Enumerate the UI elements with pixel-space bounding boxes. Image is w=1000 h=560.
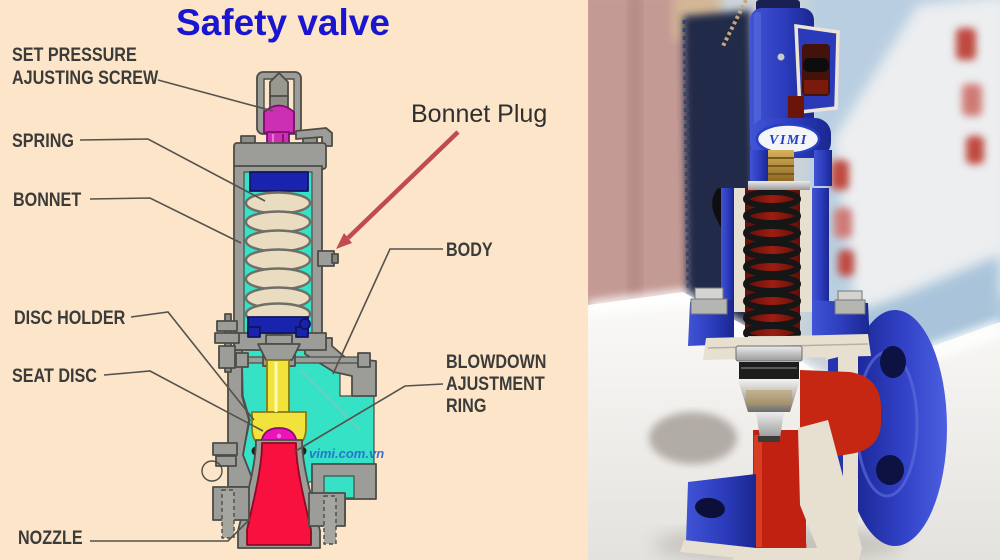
page-title: Safety valve [176,2,390,43]
bonnet-plug-arrow [336,130,460,249]
photo-valve: VIMI [680,0,947,560]
diagram-watermark: vimi.com.vn [309,446,384,461]
vimi-logo: VIMI [755,123,821,155]
body-cut-strut [798,420,862,560]
bonnet-shoulder [233,127,333,170]
bonnet-cutaway [721,188,829,344]
label-spring: SPRING [12,131,74,152]
steel-internals [735,345,803,442]
label-set-pressure-adjusting-screw: SET PRESSURE AJUSTING SCREW [12,44,158,90]
label-body: BODY [446,240,493,261]
label-line: RING [446,396,487,417]
safety-valve-diagram-panel: vimi.com.vn Safety valve SET PRESSURE [0,0,588,560]
label-line: BLOWDOWN [446,352,547,373]
bonnet-plug-bolt [317,250,339,267]
label-bonnet: BONNET [13,190,82,211]
valve-photo-panel: VIMI [588,0,1000,560]
valve-photo: VIMI [588,0,1000,560]
label-seat-disc: SEAT DISC [12,366,97,387]
bottom-cut-face [732,548,826,560]
left-stud-bolts [201,313,240,482]
label-blowdown-adjustment-ring: BLOWDOWN AJUSTMENT RING [446,352,546,418]
adjusting-stem [748,150,832,190]
label-nozzle: NOZZLE [18,528,83,549]
hanging-chain [720,0,748,49]
label-disc-holder: DISC HOLDER [14,308,126,329]
spindle-cone [257,334,301,361]
label-line: SET PRESSURE [12,45,137,66]
label-line: AJUSTING SCREW [12,68,159,89]
left-foot [680,474,756,560]
upper-spring-plate [249,171,309,192]
blurred-flange-on-table [649,412,737,464]
red-inlet-column [750,430,807,554]
board-red-blobs [831,28,984,276]
yoke-screw [777,53,785,61]
valve-cross-section-drawing: vimi.com.vn [79,71,460,549]
outlet-flange [843,310,947,546]
label-line: AJUSTMENT [446,374,545,395]
nozzle [237,439,321,549]
label-bonnet-plug: Bonnet Plug [411,100,548,128]
photo-spring [743,189,801,343]
lower-spring-plate [247,316,311,338]
leader-lines [79,79,444,542]
background-board [833,0,1000,312]
vimi-logo-text: VIMI [769,133,808,148]
inlet-flange [212,486,346,545]
